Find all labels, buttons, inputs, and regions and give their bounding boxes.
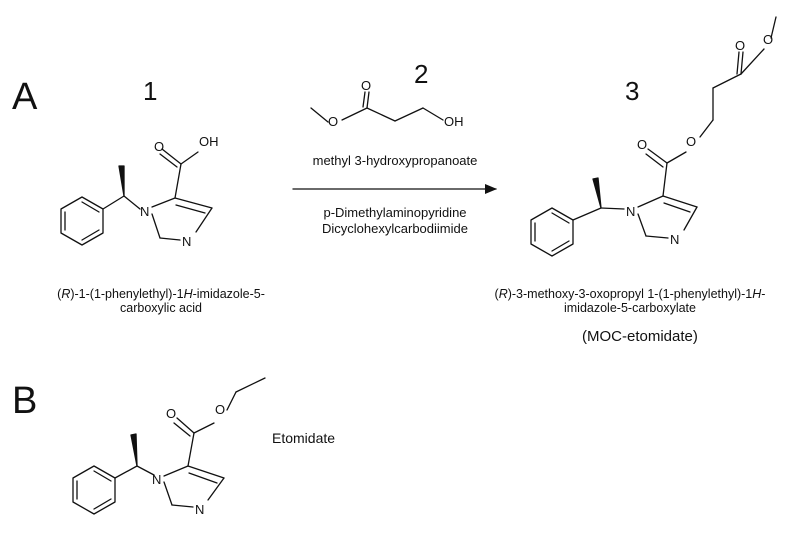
- atom-label-n: N: [140, 204, 149, 219]
- catalyst-1: p-Dimethylaminopyridine: [323, 205, 467, 220]
- name-part-italic: H: [752, 287, 762, 301]
- atom-label-n: N: [182, 234, 191, 249]
- compound3-name-line2: imidazole-5-carboxylate: [563, 301, 696, 315]
- atom-label-o: O: [686, 134, 696, 149]
- name-part-italic: H: [183, 287, 193, 301]
- atom-label-n: N: [195, 502, 204, 517]
- name-part-italic: R: [61, 287, 71, 301]
- name-part: )-3-methoxy-3-oxopropyl 1-(1-phenylethyl…: [507, 287, 753, 301]
- compound3-name: (R)-3-methoxy-3-oxopropyl 1-(1-phenyleth…: [470, 287, 790, 315]
- atom-label-o: O: [763, 32, 773, 47]
- atom-label-o: O: [328, 114, 338, 129]
- atom-label-o: O: [166, 406, 176, 421]
- atom-label-o: O: [154, 139, 164, 154]
- reagent-structure: [310, 91, 444, 123]
- compound-number-2: 2: [414, 59, 429, 89]
- catalyst-2: Dicyclohexylcarbodiimide: [322, 221, 468, 236]
- name-part: -: [761, 287, 766, 301]
- atom-label-n: N: [670, 232, 679, 247]
- name-part: (: [57, 287, 62, 301]
- atom-label-oh: OH: [444, 114, 464, 129]
- atom-label-o: O: [735, 38, 745, 53]
- name-part: -imidazole-5-: [192, 287, 265, 301]
- compound1-structure: [60, 148, 213, 246]
- atom-label-o: O: [361, 78, 371, 93]
- etomidate-wedge: [130, 433, 138, 467]
- name-part: )-1-(1-phenylethyl)-1: [70, 287, 184, 301]
- panel-label-b: B: [12, 380, 38, 422]
- etomidate-structure: [72, 377, 266, 515]
- compound3-alias: (MOC-etomidate): [582, 328, 698, 345]
- compound1-wedge: [118, 165, 125, 197]
- name-part-italic: R: [498, 287, 508, 301]
- compound1-name-line1: (R)-1-(1-phenylethyl)-1H-imidazole-5-: [26, 287, 296, 301]
- reagent-name: methyl 3-hydroxypropanoate: [312, 153, 478, 168]
- name-part: (: [494, 287, 499, 301]
- compound1-name: (R)-1-(1-phenylethyl)-1H-imidazole-5- ca…: [26, 287, 296, 315]
- etomidate-label: Etomidate: [272, 430, 336, 446]
- compound3-wedge: [592, 177, 602, 209]
- atom-label-n: N: [152, 472, 161, 487]
- panel-label-a: A: [12, 76, 38, 118]
- compound-number-1: 1: [143, 76, 158, 106]
- compound-number-3: 3: [625, 76, 640, 106]
- compound3-structure: [530, 16, 777, 257]
- compound1-name-line2: carboxylic acid: [120, 301, 202, 315]
- compound3-name-line1: (R)-3-methoxy-3-oxopropyl 1-(1-phenyleth…: [470, 287, 790, 301]
- atom-label-n: N: [626, 204, 635, 219]
- atom-label-o: O: [215, 402, 225, 417]
- atom-label-o: O: [637, 137, 647, 152]
- atom-label-oh: OH: [199, 134, 219, 149]
